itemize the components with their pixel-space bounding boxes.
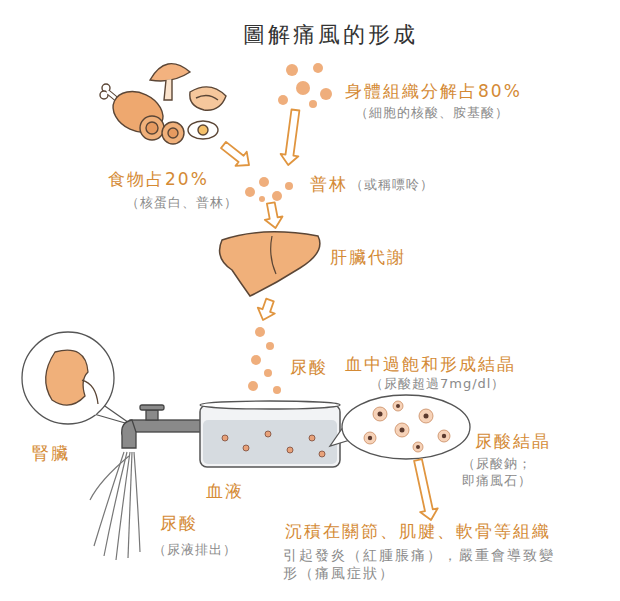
source-note: （核蛋白、普林） — [126, 195, 238, 212]
flow-arrow — [281, 110, 300, 166]
water-splash — [90, 452, 140, 560]
faucet-drawing — [122, 405, 202, 448]
purine-label: 普林 — [310, 173, 348, 195]
source-heading: 身體組織分解占80% — [345, 80, 522, 102]
crystal-note: （尿酸鈉；即痛風石） — [462, 456, 537, 490]
uric-acid-node: 尿酸 — [238, 320, 288, 395]
tissue-dots — [278, 63, 332, 108]
liver-label: 肝臟代謝 — [330, 246, 406, 268]
symptom-note: 引起發炎（紅腫脹痛），嚴重會導致變形（痛風症狀） — [283, 546, 565, 582]
flow-arrow — [258, 299, 275, 320]
food-drawing — [100, 64, 226, 144]
deposit-heading: 沉積在關節、肌腱、軟骨等組織 — [285, 520, 551, 542]
blood-label: 血液 — [206, 480, 244, 502]
liver-node: 肝臟代謝 — [215, 228, 325, 300]
food-node: 食物占20%（核蛋白、普林） — [100, 55, 230, 145]
saturation-note: 血中過飽和形成結晶 — [345, 353, 516, 375]
purine-node: 普林（或稱嘌呤） — [240, 165, 296, 203]
blood-node: 血液 — [198, 400, 343, 470]
tissue-node: 身體組織分解占80%（細胞的核酸、胺基酸） — [275, 60, 337, 110]
urine-node: 尿酸（尿液排出） — [88, 450, 153, 560]
diagram-title: 圖解痛風的形成 — [243, 20, 418, 50]
kidney-label: 腎臟 — [32, 442, 70, 464]
blood-bowl — [200, 401, 340, 467]
deposit-node: 沉積在關節、肌腱、軟骨等組織引起發炎（紅腫脹痛），嚴重會導致變形（痛風症狀） — [283, 520, 598, 590]
kidney-node: 腎臟 — [14, 334, 126, 424]
source-note: （細胞的核酸、胺基酸） — [355, 105, 509, 122]
source-heading: 食物占20% — [108, 168, 209, 190]
liver-drawing — [220, 232, 320, 296]
kidney-bubble — [22, 332, 132, 425]
crystal-bubble — [330, 395, 470, 459]
urine-note: （尿液排出） — [153, 542, 237, 559]
flow-arrow — [221, 142, 249, 166]
flow-arrow — [414, 459, 438, 520]
urine-label: 尿酸 — [160, 512, 198, 534]
purine-note: （或稱嘌呤） — [350, 177, 434, 194]
uric-acid-label: 尿酸 — [290, 356, 328, 378]
uric-acid-dots — [248, 327, 281, 394]
crystal-label: 尿酸結晶 — [475, 430, 551, 452]
crystal-node: 尿酸結晶（尿酸鈉；即痛風石） — [340, 395, 470, 460]
threshold-note: （尿酸超過7mg/dl） — [370, 376, 505, 393]
flow-arrow — [265, 202, 283, 228]
purine-dots — [245, 177, 293, 202]
